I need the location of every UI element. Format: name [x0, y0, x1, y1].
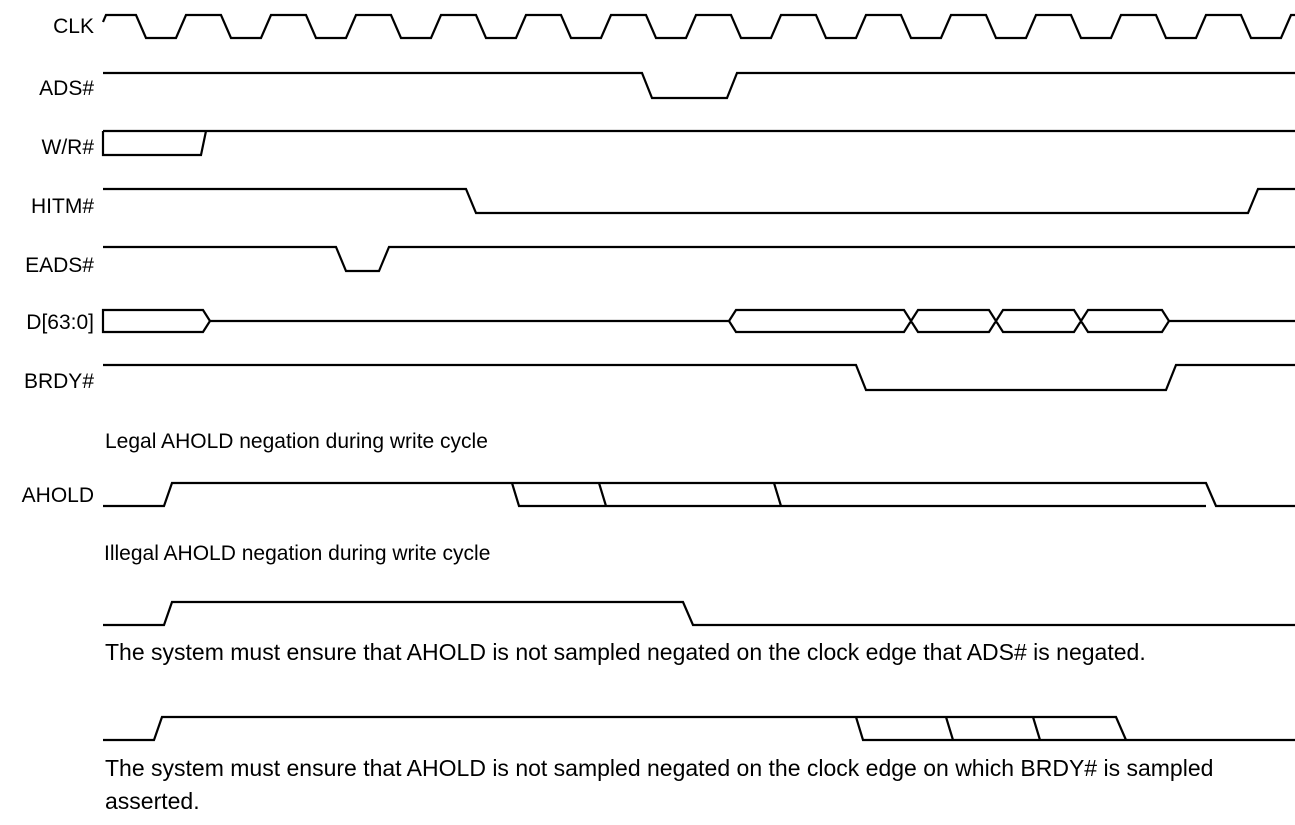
caption-illegal: Illegal AHOLD negation during write cycl…: [104, 542, 490, 565]
signal-label-clk: CLK: [53, 15, 94, 38]
hitm-waveform: [103, 187, 1295, 215]
note-brdy-asserted-line2: asserted.: [105, 788, 200, 814]
caption-legal: Legal AHOLD negation during write cycle: [105, 430, 488, 453]
signal-label-data: D[63:0]: [26, 311, 94, 334]
signal-label-eads: EADS#: [25, 254, 94, 277]
eads-waveform: [103, 245, 1295, 273]
ahold-illegal-ads-waveform: [103, 600, 1295, 627]
signal-label-hitm: HITM#: [31, 195, 94, 218]
signal-label-ahold: AHOLD: [22, 484, 94, 507]
signal-label-wr: W/R#: [42, 136, 95, 159]
brdy-waveform: [103, 363, 1295, 392]
signal-label-brdy: BRDY#: [24, 370, 94, 393]
note-ads-negated: The system must ensure that AHOLD is not…: [105, 639, 1146, 665]
clk-waveform: [101, 13, 1295, 40]
signal-label-ads: ADS#: [39, 77, 94, 100]
note-brdy-asserted-line1: The system must ensure that AHOLD is not…: [105, 755, 1213, 781]
data-bus-waveform: [101, 308, 1295, 334]
ahold-illegal-brdy-waveform: [103, 715, 1295, 742]
ahold-legal-waveform: [103, 481, 1295, 508]
ads-waveform: [103, 71, 1295, 100]
wr-waveform: [101, 129, 1295, 157]
